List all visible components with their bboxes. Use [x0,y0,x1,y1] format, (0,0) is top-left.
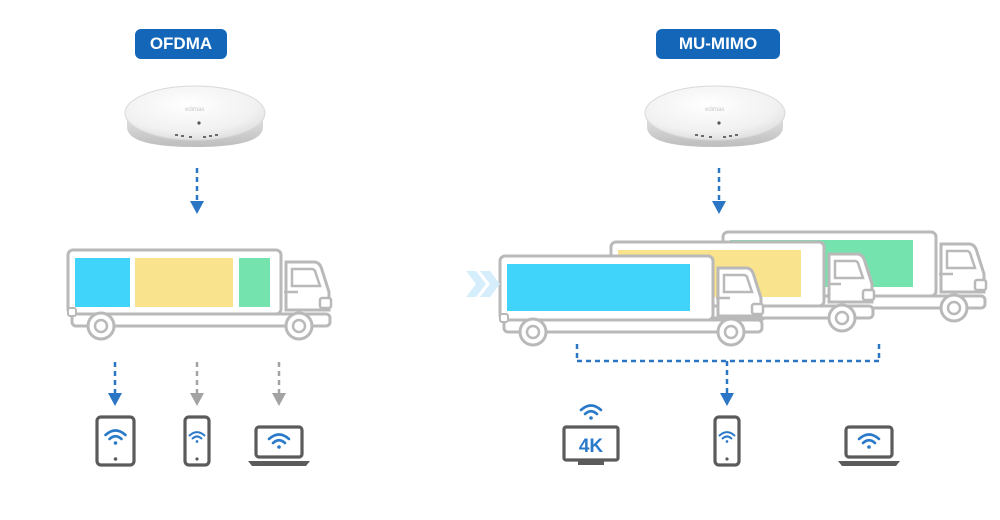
ofdma-downlink-arrow [190,168,204,214]
tv-4k-icon: 4K [562,404,620,465]
cargo-block-yellow [135,258,233,307]
ofdma-label: OFDMA [135,29,227,59]
cargo-block-blue [75,258,130,307]
laptop-icon [248,425,310,466]
ofdma-access-point [124,85,266,148]
mumimo-laptop-icon [838,425,900,466]
mumimo-phone-icon [713,415,741,467]
tablet-icon [95,415,136,467]
cargo-block-green [239,258,270,307]
mu-mimo-label: MU-MIMO [656,29,780,59]
arrow-to-tablet [108,362,122,406]
ofdma-truck [66,248,333,341]
arrow-to-phone [190,362,204,406]
mumimo-access-point [644,85,786,148]
mumimo-truck-blue [498,254,765,347]
phone-icon [183,415,211,467]
mumimo-bracket-arrowhead [720,393,734,406]
arrow-to-laptop [272,362,286,406]
tv-4k-badge: 4K [579,436,604,457]
mumimo-distribution-bracket [575,344,881,396]
motion-chevrons [466,271,500,297]
mumimo-downlink-arrow [712,168,726,214]
